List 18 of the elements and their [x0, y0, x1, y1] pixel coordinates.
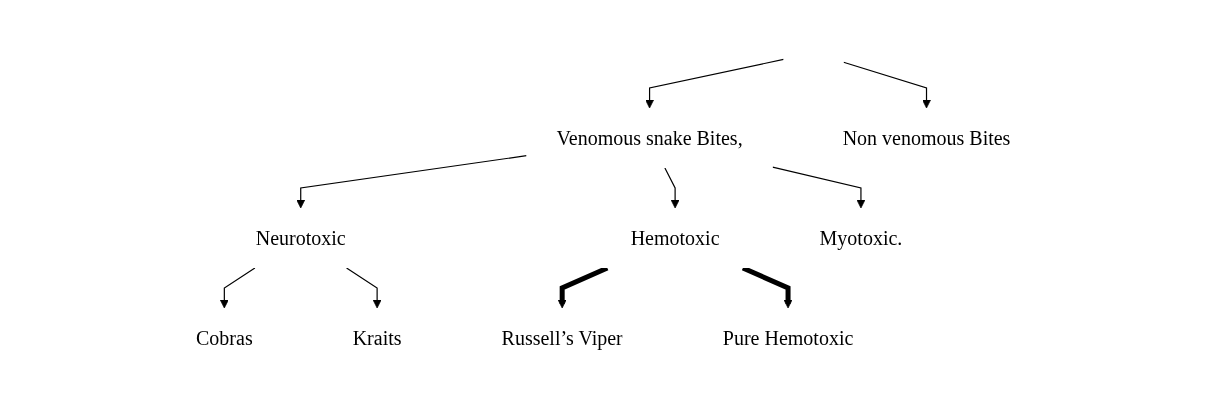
node-text: Neurotoxic: [255, 227, 346, 249]
node-text: Hemotoxic: [630, 227, 720, 249]
arrow: [296, 155, 527, 209]
node-text: Pure Hemotoxic: [722, 327, 854, 349]
arrow: [664, 167, 680, 209]
arrow: [842, 61, 931, 109]
arrow: [741, 265, 793, 309]
node-text: Myotoxic.: [819, 227, 903, 249]
arrow: [345, 267, 382, 309]
node-text: Cobras: [195, 327, 253, 349]
node-text: Venomous snake Bites,: [556, 127, 743, 149]
node-text: Kraits: [352, 327, 402, 349]
node-text: Non venomous Bites: [842, 127, 1011, 149]
arrow: [557, 265, 609, 309]
arrow: [219, 267, 256, 309]
node-text: Russell’s Viper: [501, 327, 623, 349]
arrow: [771, 166, 866, 209]
arrow: [644, 58, 784, 109]
